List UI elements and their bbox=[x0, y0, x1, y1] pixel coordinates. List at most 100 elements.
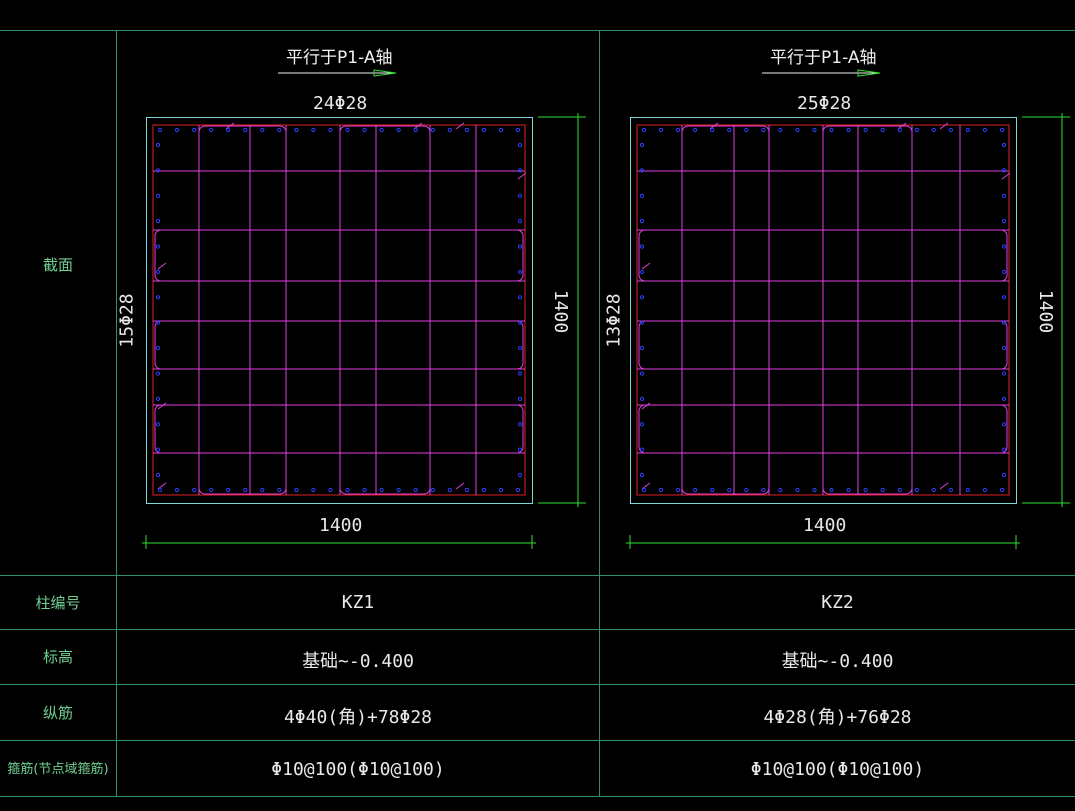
rebar-dot bbox=[812, 487, 817, 493]
rebar-dot bbox=[464, 127, 469, 133]
hook-mark bbox=[455, 122, 465, 130]
hook-mark bbox=[641, 482, 651, 490]
rebar-dot bbox=[517, 219, 523, 224]
row-label-section: 截面 bbox=[42, 256, 73, 274]
rebar-dot bbox=[209, 487, 214, 493]
rebar-dot bbox=[1001, 193, 1007, 198]
rebar-dot bbox=[447, 127, 452, 133]
rebar-dot bbox=[1001, 422, 1007, 427]
vertical-hoop bbox=[681, 125, 770, 495]
rebar-dot bbox=[515, 127, 521, 133]
concrete-outline bbox=[146, 117, 533, 504]
rebar-dot bbox=[965, 127, 971, 133]
rebar-dot bbox=[155, 219, 161, 224]
rebar-dot bbox=[829, 487, 834, 493]
rebar-dot bbox=[639, 472, 645, 478]
rebar-dot bbox=[863, 487, 868, 493]
rebar-dot bbox=[155, 345, 161, 351]
rebar-dot bbox=[362, 487, 367, 493]
hook-mark bbox=[709, 122, 719, 130]
rebar-dot bbox=[965, 487, 971, 493]
rebar-dot bbox=[829, 127, 834, 133]
rebar-dot bbox=[345, 127, 350, 133]
rebar-dot bbox=[675, 127, 681, 133]
rebar-dot bbox=[639, 396, 645, 401]
col1-stirrup: Φ10@100(Φ10@100) bbox=[271, 759, 445, 780]
rebar-dot bbox=[897, 487, 902, 493]
col2-stirrup: Φ10@100(Φ10@100) bbox=[750, 759, 925, 780]
rebar-dot bbox=[174, 487, 180, 493]
rebar-dot bbox=[931, 487, 936, 493]
rebar-dot bbox=[931, 127, 936, 133]
hook-mark bbox=[641, 262, 651, 270]
rebar-dot bbox=[658, 127, 664, 133]
rebar-dot bbox=[517, 320, 523, 325]
col1-side-bars: 15Φ28 bbox=[116, 293, 138, 348]
rebar-dot bbox=[517, 371, 523, 376]
rebar-dot bbox=[639, 168, 645, 173]
col1-top-bars: 24Φ28 bbox=[313, 93, 368, 114]
rebar-dot bbox=[517, 142, 523, 148]
rebar-dot bbox=[311, 127, 316, 133]
rebar-dot bbox=[517, 472, 523, 478]
col1-elevation: 基础~-0.400 bbox=[302, 651, 414, 672]
rebar-dot bbox=[191, 127, 197, 133]
rebar-dot bbox=[155, 269, 161, 275]
rebar-dot bbox=[209, 127, 214, 133]
col1-column-no: KZ1 bbox=[341, 592, 375, 613]
col1-longitudinal: 4Φ40(角)+78Φ28 bbox=[283, 707, 433, 728]
rebar-dot bbox=[948, 127, 953, 133]
rebar-dot bbox=[761, 127, 766, 133]
rebar-dot bbox=[260, 127, 265, 133]
rebar-dot bbox=[191, 487, 197, 493]
rebar-dot bbox=[880, 127, 885, 133]
rebar-dot bbox=[795, 127, 800, 133]
rebar-dot bbox=[761, 487, 766, 493]
rebar-dot bbox=[795, 487, 800, 493]
rebar-dot bbox=[155, 371, 161, 376]
row-label-elevation: 标高 bbox=[42, 648, 73, 666]
rebar-dot bbox=[155, 295, 161, 300]
sections-layer bbox=[142, 69, 1070, 549]
section-1 bbox=[142, 69, 586, 549]
vertical-hoop bbox=[339, 125, 431, 495]
rebar-dot bbox=[243, 127, 248, 133]
rebar-dot bbox=[1001, 295, 1007, 300]
rebar-dot bbox=[999, 487, 1005, 493]
row-label-column-no: 柱编号 bbox=[35, 594, 81, 612]
rebar-dot bbox=[517, 295, 523, 300]
hook-mark bbox=[641, 402, 651, 410]
hook-mark bbox=[225, 122, 235, 130]
rebar-dot bbox=[999, 127, 1005, 133]
rebar-dot bbox=[430, 127, 435, 133]
rebar-dot bbox=[226, 127, 231, 133]
rebar-dot bbox=[1001, 168, 1007, 173]
rebar-dot bbox=[675, 487, 681, 493]
rebar-dot bbox=[693, 487, 698, 493]
hook-mark bbox=[939, 122, 949, 130]
rebar-dot bbox=[846, 487, 851, 493]
rebar-dot bbox=[948, 487, 953, 493]
rebar-dot bbox=[982, 127, 988, 133]
rebar-dot bbox=[277, 487, 282, 493]
rebar-dot bbox=[447, 487, 452, 493]
rebar-dot bbox=[379, 487, 384, 493]
vertical-hoop bbox=[822, 125, 913, 495]
rebar-dot bbox=[778, 127, 783, 133]
rebar-dot bbox=[1001, 447, 1007, 452]
rebar-dot bbox=[481, 127, 487, 133]
rebar-dot bbox=[155, 320, 161, 325]
axis-arrow-head bbox=[373, 69, 397, 77]
rebar-dot bbox=[639, 422, 645, 427]
concrete-outline bbox=[630, 117, 1017, 504]
rebar-dot bbox=[639, 193, 645, 198]
rebar-dot bbox=[863, 127, 868, 133]
rebar-dot bbox=[897, 127, 902, 133]
rebar-dot bbox=[481, 487, 487, 493]
rebar-dot bbox=[379, 127, 384, 133]
section-2 bbox=[626, 69, 1070, 549]
rebar-dot bbox=[464, 487, 469, 493]
rebar-dot bbox=[1001, 396, 1007, 401]
rebar-dot bbox=[345, 487, 350, 493]
